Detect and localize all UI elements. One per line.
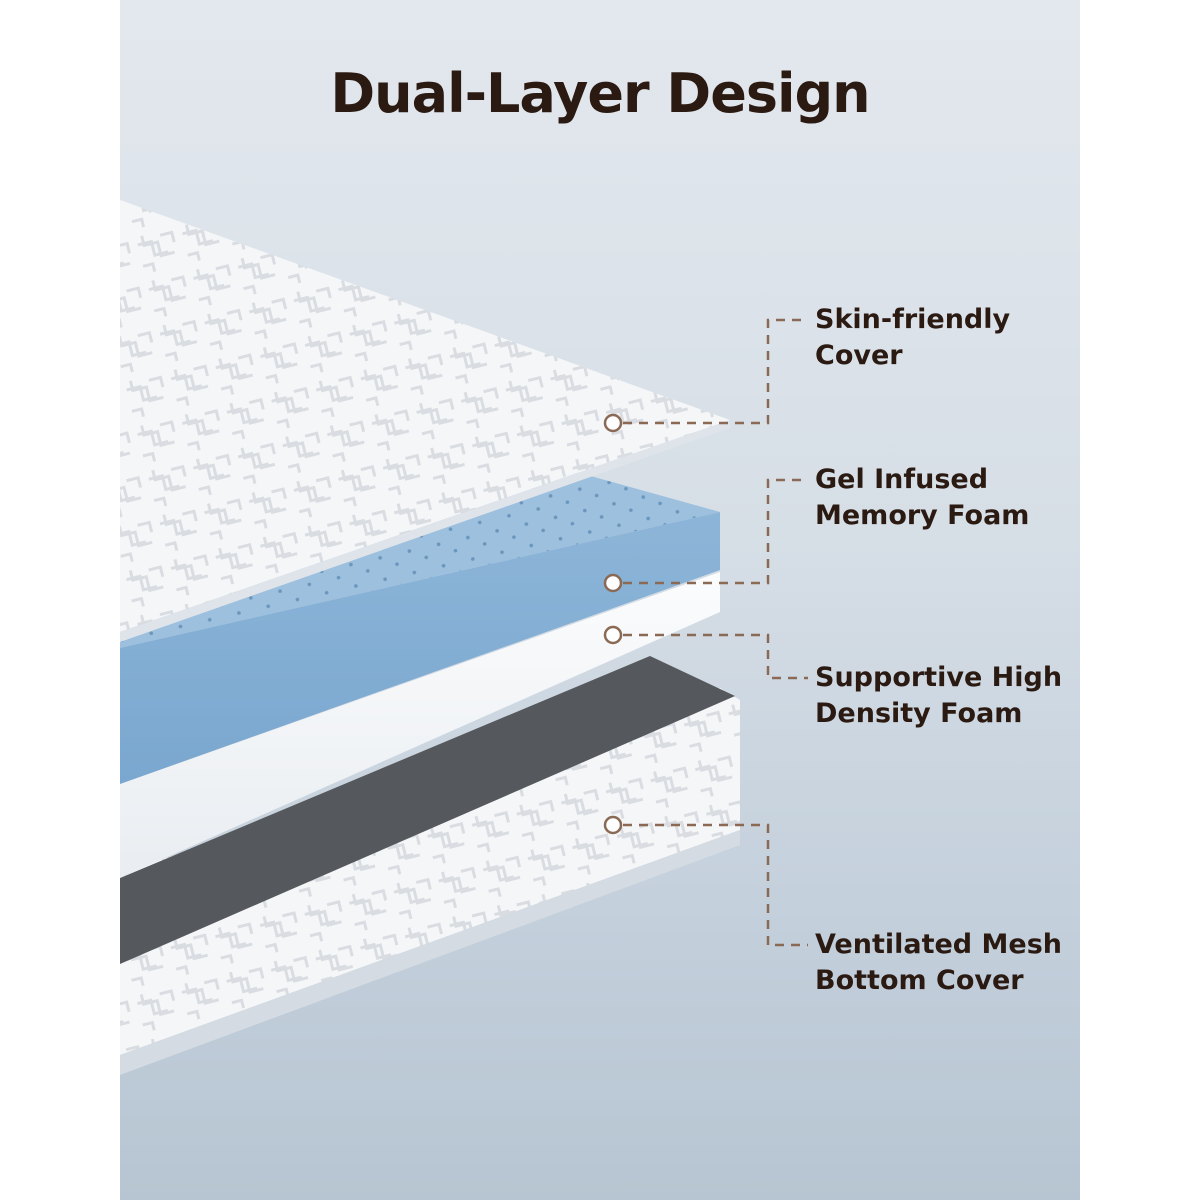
callout-dot-3 — [603, 625, 623, 645]
callout-1-line1: Skin-friendly — [815, 304, 1011, 335]
bottom-cover-layer — [120, 688, 740, 1055]
high-density-foam-side — [120, 656, 735, 964]
bottom-cover-shade — [120, 830, 740, 1075]
product-infographic: Dual-Layer Design — [120, 0, 1080, 1200]
top-cover-layer — [120, 200, 730, 632]
high-density-foam-layer — [120, 572, 720, 878]
callout-connector-2 — [623, 478, 808, 585]
callout-3-line2: Density Foam — [815, 698, 1023, 729]
callout-dot-1 — [603, 413, 623, 433]
callout-4-line2: Bottom Cover — [815, 965, 1024, 996]
mattress-layers-illustration — [120, 200, 808, 1075]
callout-connector-1 — [623, 318, 808, 425]
callout-1-line2: Cover — [815, 340, 903, 371]
callout-dot-2 — [603, 573, 623, 593]
top-cover-edge — [120, 420, 730, 642]
callout-2-line2: Memory Foam — [815, 500, 1030, 531]
callout-connector-4 — [623, 823, 808, 947]
callout-3-line1: Supportive High — [815, 662, 1063, 693]
page-title: Dual-Layer Design — [330, 62, 870, 125]
gel-memory-foam-side — [120, 512, 720, 784]
callout-dot-4 — [603, 815, 623, 835]
callout-4-line1: Ventilated Mesh — [815, 929, 1063, 960]
callout-2-line1: Gel Infused — [815, 464, 989, 495]
callout-connector-3 — [623, 633, 808, 680]
